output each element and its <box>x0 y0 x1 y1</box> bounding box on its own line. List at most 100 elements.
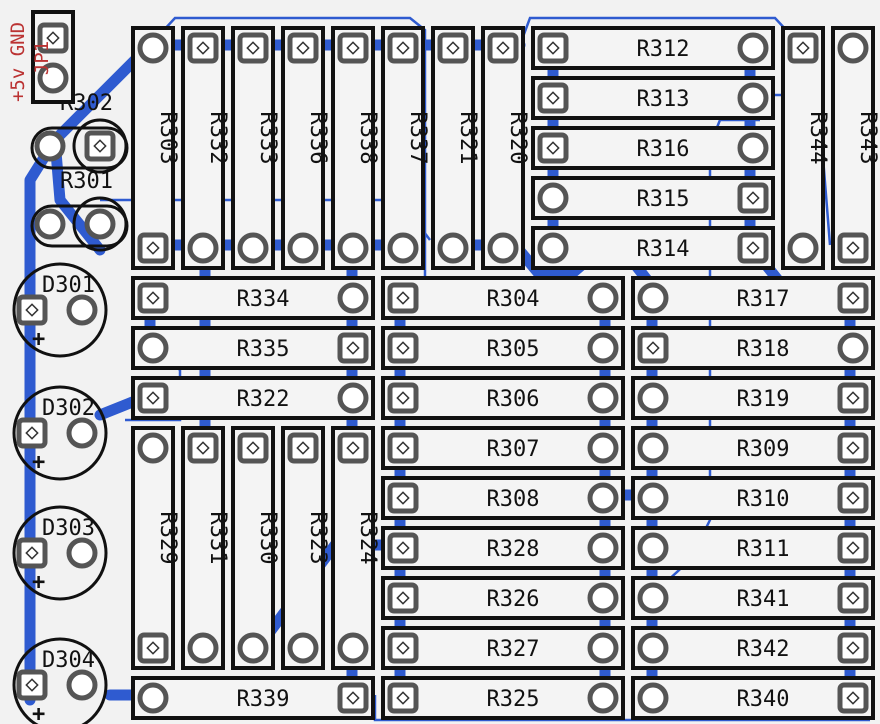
solder-pad <box>66 417 98 449</box>
solder-pad <box>837 632 869 664</box>
reference-designator: R331 <box>205 512 230 565</box>
reference-designator: R314 <box>637 237 690 262</box>
reference-designator: D303 <box>42 516 95 541</box>
solder-pad <box>737 232 769 264</box>
resistor-r341 <box>631 576 875 620</box>
solder-pad <box>737 82 769 114</box>
solder-pad <box>187 632 219 664</box>
solder-pad <box>34 130 66 162</box>
reference-designator: R317 <box>737 287 790 312</box>
solder-pad <box>837 582 869 614</box>
solder-pad <box>34 208 66 240</box>
reference-designator: R301 <box>60 169 113 194</box>
solder-pad <box>737 182 769 214</box>
solder-pad <box>587 632 619 664</box>
reference-designator: R306 <box>487 387 540 412</box>
reference-designator: R320 <box>505 112 530 165</box>
solder-pad <box>237 632 269 664</box>
reference-designator: R309 <box>737 437 790 462</box>
solder-pad <box>537 32 569 64</box>
solder-pad <box>287 232 319 264</box>
resistor-r320 <box>481 26 525 270</box>
resistor-r343 <box>831 26 875 270</box>
solder-pad <box>287 632 319 664</box>
resistor-r323 <box>281 426 325 670</box>
resistor-r329 <box>131 426 175 670</box>
reference-designator: R323 <box>305 512 330 565</box>
solder-pad <box>337 682 369 714</box>
resistor-r307 <box>381 426 625 470</box>
reference-designator: R305 <box>487 337 540 362</box>
solder-pad <box>587 382 619 414</box>
resistor-r344 <box>781 26 825 270</box>
resistor-r314 <box>531 226 775 270</box>
solder-pad <box>487 232 519 264</box>
solder-pad <box>187 232 219 264</box>
resistor-r324 <box>331 426 375 670</box>
solder-pad <box>637 432 669 464</box>
solder-pad <box>437 32 469 64</box>
solder-pad <box>837 282 869 314</box>
reference-designator: R329 <box>155 512 180 565</box>
solder-pad <box>237 232 269 264</box>
reference-designator: R308 <box>487 487 540 512</box>
solder-pad <box>387 382 419 414</box>
reference-designator: R312 <box>637 37 690 62</box>
resistor-r336 <box>281 26 325 270</box>
solder-pad <box>837 332 869 364</box>
resistor-r338 <box>331 26 375 270</box>
solder-pad <box>287 432 319 464</box>
resistor-r309 <box>631 426 875 470</box>
resistor-r333 <box>231 26 275 270</box>
solder-pad <box>237 432 269 464</box>
resistor-r305 <box>381 326 625 370</box>
power-label: +5v GND <box>7 22 29 102</box>
solder-pad <box>837 532 869 564</box>
solder-pad <box>387 682 419 714</box>
resistor-r331 <box>181 426 225 670</box>
polarity-mark: + <box>32 450 45 475</box>
solder-pad <box>137 382 169 414</box>
solder-pad <box>37 22 69 54</box>
solder-pad <box>387 532 419 564</box>
polarity-mark: + <box>32 702 45 724</box>
solder-pad <box>337 382 369 414</box>
solder-pad <box>537 232 569 264</box>
reference-designator: R333 <box>255 112 280 165</box>
resistor-r337 <box>381 26 425 270</box>
resistor-r319 <box>631 376 875 420</box>
resistor-r312 <box>531 26 775 70</box>
solder-pad <box>137 682 169 714</box>
solder-pad <box>387 282 419 314</box>
solder-pad <box>137 32 169 64</box>
solder-pad <box>387 632 419 664</box>
reference-designator: D302 <box>42 396 95 421</box>
solder-pad <box>387 332 419 364</box>
solder-pad <box>837 482 869 514</box>
reference-designator: D301 <box>42 273 95 298</box>
reference-designator: R330 <box>255 512 280 565</box>
solder-pad <box>837 32 869 64</box>
solder-pad <box>37 62 69 94</box>
reference-designator: R342 <box>737 637 790 662</box>
led-d304 <box>12 637 108 724</box>
solder-pad <box>587 332 619 364</box>
solder-pad <box>637 382 669 414</box>
solder-pad <box>187 432 219 464</box>
resistor-r330 <box>231 426 275 670</box>
solder-pad <box>637 582 669 614</box>
reference-designator: R332 <box>205 112 230 165</box>
solder-pad <box>66 669 98 701</box>
resistor-r325 <box>381 676 625 720</box>
reference-designator: R338 <box>355 112 380 165</box>
reference-designator: R327 <box>487 637 540 662</box>
solder-pad <box>337 282 369 314</box>
resistor-r303 <box>131 26 175 270</box>
resistor-r315 <box>531 176 775 220</box>
solder-pad <box>637 532 669 564</box>
solder-pad <box>66 294 98 326</box>
solder-pad <box>137 432 169 464</box>
solder-pad <box>837 682 869 714</box>
reference-designator: R307 <box>487 437 540 462</box>
reference-designator: R313 <box>637 87 690 112</box>
